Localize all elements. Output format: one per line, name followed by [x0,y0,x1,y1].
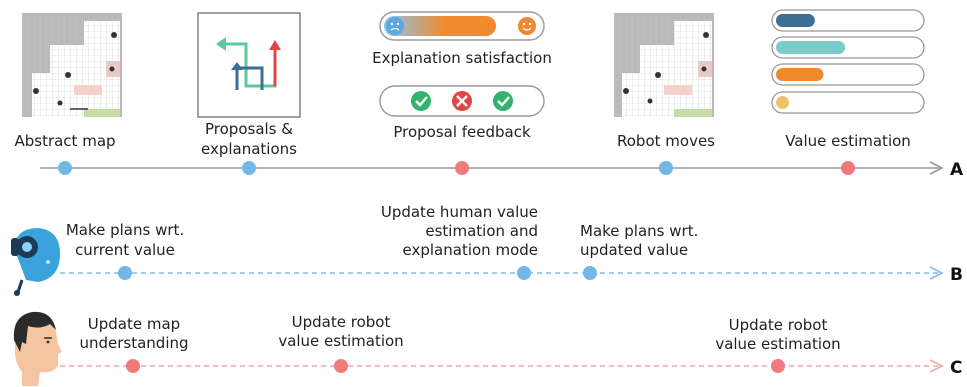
lane-a-event [841,161,855,175]
lane-b-event [583,266,597,280]
label-proposals-line1: Proposals & [205,120,293,138]
label-update-map-2: understanding [79,334,188,352]
label-robot-moves: Robot moves [617,132,715,150]
label-update-human-2: estimation and [425,222,538,240]
label-explanation-satisfaction: Explanation satisfaction [372,49,552,67]
label-make-plans-updated-1: Make plans wrt. [580,222,698,240]
lane-b-letter: B [950,265,963,285]
label-update-map-1: Update map [88,315,180,333]
abstract-map-image [22,13,122,117]
lane-c-event [126,359,140,373]
lane-a: A [40,160,964,180]
value-estimation-bars [771,9,925,114]
lane-c-letter: C [950,358,962,378]
check-icon [493,91,513,111]
lane-b-event [517,266,531,280]
lane-c: C [60,358,962,378]
lane-a-letter: A [950,160,964,180]
value-bar-track [771,91,925,114]
lane-b-event [118,266,132,280]
lane-b: B [60,265,963,285]
label-abstract-map: Abstract map [14,132,115,150]
label-proposal-feedback: Proposal feedback [393,123,531,141]
cross-icon [452,91,472,111]
lane-a-event [58,161,72,175]
lane-c-event [771,359,785,373]
explanation-satisfaction-widget [379,11,545,41]
sad-face-icon [386,17,404,35]
value-bar-fill [776,41,846,54]
value-bar-fill [776,96,789,109]
label-make-plans-current-2: current value [75,241,175,259]
lane-a-event [242,161,256,175]
label-update-robot-2a: Update robot [729,316,828,334]
label-update-robot-1b: value estimation [278,332,403,350]
label-proposals-line2: explanations [201,140,297,158]
robot-head-icon [11,228,60,296]
happy-face-icon [518,17,536,35]
label-value-estimation: Value estimation [785,132,911,150]
value-bar-fill [776,68,824,81]
label-update-human-3: explanation mode [403,241,538,259]
proposal-feedback-widget [379,85,545,117]
lane-c-event [334,359,348,373]
lane-a-event [659,161,673,175]
route-arrows-icon [216,37,281,90]
robot-moves-map-image [614,13,714,117]
lane-a-event [455,161,469,175]
label-update-robot-1a: Update robot [292,313,391,331]
value-bar-fill [776,14,815,27]
label-make-plans-current-1: Make plans wrt. [66,221,184,239]
label-update-robot-2b: value estimation [715,335,840,353]
human-head-icon [13,311,62,386]
label-update-human-1: Update human value [381,203,538,221]
label-make-plans-updated-2: updated value [580,241,688,259]
proposals-image [197,12,301,118]
check-icon [411,91,431,111]
